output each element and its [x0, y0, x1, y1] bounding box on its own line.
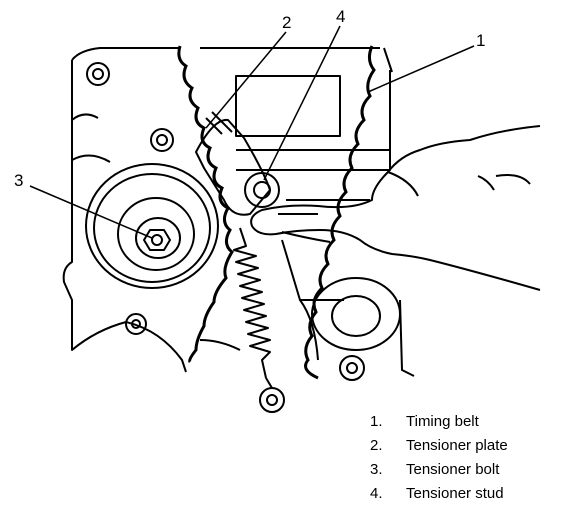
crank-pulley [311, 277, 401, 351]
leader-line-1 [367, 45, 475, 93]
leader-line-3 [29, 185, 153, 239]
legend-item: 2. Tensioner plate [370, 433, 570, 457]
technician-fingers [278, 171, 531, 243]
tensioner-bolt [143, 229, 171, 251]
callout-3: 3 [14, 171, 24, 190]
leader-line-2 [205, 31, 287, 129]
parts-legend: 1. Timing belt 2. Tensioner plate 3. Ten… [370, 409, 570, 505]
legend-number: 1. [370, 412, 383, 430]
legend-item: 1. Timing belt [370, 409, 570, 433]
timing-belt-left-run [177, 45, 234, 364]
legend-item: 4. Tensioner stud [370, 481, 570, 505]
legend-item: 3. Tensioner bolt [370, 457, 570, 481]
tensioner-plate [195, 118, 271, 216]
callout-4: 4 [336, 7, 346, 26]
block-recess [235, 75, 341, 137]
tensioner-pulley [85, 163, 219, 289]
legend-number: 3. [370, 460, 383, 478]
timing-belt-right-run [304, 45, 376, 380]
legend-label: Tensioner plate [406, 436, 508, 454]
legend-label: Tensioner stud [406, 484, 504, 502]
bolt-top-left [86, 62, 110, 86]
engine-block-outline [62, 60, 415, 377]
timing-belt [177, 45, 376, 380]
bolt-upper [150, 128, 174, 152]
engine-block-top [71, 47, 393, 73]
spring-anchor-bolt [259, 377, 285, 413]
legend-number: 2. [370, 436, 383, 454]
tensioner-spring [233, 227, 271, 379]
bolt-lower-right [339, 355, 365, 381]
legend-label: Tensioner bolt [406, 460, 500, 478]
tensioner-plate-slot [205, 111, 233, 135]
engine-block-bolt-boss-left [71, 113, 111, 163]
technician-hand [250, 125, 541, 291]
leader-lines [29, 25, 475, 239]
tensioner-stud [244, 172, 280, 208]
legend-number: 4. [370, 484, 383, 502]
legend-label: Timing belt [406, 412, 479, 430]
leader-line-4 [263, 25, 341, 181]
block-recess-lower [236, 149, 391, 171]
bolt-lower-left [125, 313, 147, 335]
callout-1: 1 [476, 31, 486, 50]
block-rib [281, 199, 370, 301]
callout-2: 2 [282, 13, 292, 32]
